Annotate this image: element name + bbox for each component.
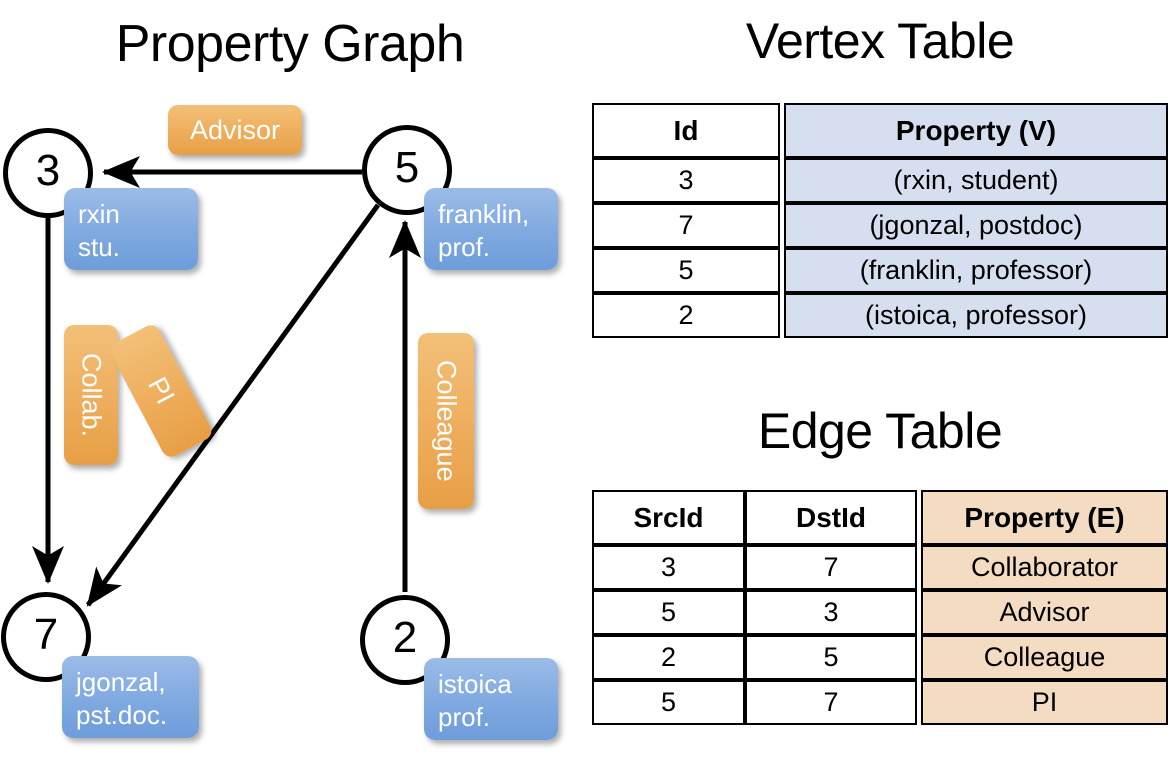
vertex-table-column-gap [780, 203, 784, 248]
edge-label-colleague-text: Colleague [431, 360, 462, 482]
edge-label-colleague: Colleague [418, 333, 474, 509]
vertex-property-box-7: jgonzal, pst.doc. [62, 656, 199, 738]
vertex-table-column-gap [780, 158, 784, 203]
page-title-property-graph: Property Graph [115, 15, 465, 73]
vertex-table-column-gap [780, 103, 784, 158]
vertex-row-1-property: (jgonzal, postdoc) [784, 203, 1168, 248]
graph-node-5-label: 5 [394, 143, 420, 192]
vertex-table-header-property: Property (V) [784, 103, 1168, 158]
vertex-row-2-property: (franklin, professor) [784, 248, 1168, 293]
edge-row-3-src: 5 [592, 680, 745, 725]
edge-table-header-dstid: DstId [745, 490, 917, 545]
edge-row-0-property: Collaborator [921, 545, 1168, 590]
vertex-property-5-line2: prof. [438, 232, 491, 263]
edge-table-header-row: SrcId DstId Property (E) [592, 490, 1168, 545]
edge-table-column-gap [917, 545, 921, 590]
vertex-property-3-line1: rxin [78, 199, 120, 229]
vertex-table: Id Property (V) 3 (rxin, student) 7 (jgo… [592, 103, 1168, 338]
table-row[interactable]: 2 5 Colleague [592, 635, 1168, 680]
edge-label-advisor-text: Advisor [189, 114, 281, 145]
table-row[interactable]: 2 (istoica, professor) [592, 293, 1168, 338]
vertex-row-0-property: (rxin, student) [784, 158, 1168, 203]
page-title-edge-table: Edge Table [757, 403, 1003, 459]
graph-node-2-label: 2 [392, 613, 418, 662]
vertex-row-3-property: (istoica, professor) [784, 293, 1168, 338]
edge-row-3-property: PI [921, 680, 1168, 725]
table-row[interactable]: 5 (franklin, professor) [592, 248, 1168, 293]
edge-row-2-property: Colleague [921, 635, 1168, 680]
edge-row-0-dst: 7 [745, 545, 917, 590]
edge-table-column-gap [917, 590, 921, 635]
graph-node-3-label: 3 [35, 146, 61, 195]
edge-row-3-dst: 7 [745, 680, 917, 725]
vertex-property-box-5: franklin, prof. [424, 188, 558, 270]
vertex-row-0-id: 3 [592, 158, 780, 203]
vertex-table-column-gap [780, 248, 784, 293]
edge-table-column-gap [917, 635, 921, 680]
edge-label-collab-text: Collab. [76, 352, 107, 438]
vertex-property-7-line2: pst.doc. [76, 700, 168, 731]
edge-row-1-dst: 3 [745, 590, 917, 635]
edge-label-advisor: Advisor [168, 105, 302, 155]
edge-table-header-srcid: SrcId [592, 490, 745, 545]
vertex-property-box-2: istoica prof. [424, 658, 558, 740]
edge-table-header-property: Property (E) [921, 490, 1168, 545]
edge-row-1-src: 5 [592, 590, 745, 635]
edge-table-column-gap [917, 680, 921, 725]
vertex-property-3-line2: stu. [78, 232, 120, 263]
page-title-vertex-table: Vertex Table [745, 13, 1015, 69]
table-row[interactable]: 3 7 Collaborator [592, 545, 1168, 590]
edge-table-column-gap [917, 490, 921, 545]
graph-node-5[interactable]: 5 [362, 125, 452, 215]
vertex-property-box-3: rxin stu. [64, 188, 198, 270]
graph-node-2[interactable]: 2 [360, 595, 450, 685]
property-graph-panel: Property Graph [1, 15, 558, 740]
vertex-property-2-line1: istoica [438, 669, 512, 699]
vertex-row-2-id: 5 [592, 248, 780, 293]
edge-row-1-property: Advisor [921, 590, 1168, 635]
table-row[interactable]: 3 (rxin, student) [592, 158, 1168, 203]
edge-table: SrcId DstId Property (E) 3 7 Collaborato… [592, 490, 1168, 725]
vertex-table-column-gap [780, 293, 784, 338]
edge-label-pi-text: PI [142, 372, 181, 410]
table-row[interactable]: 7 (jgonzal, postdoc) [592, 203, 1168, 248]
vertex-property-7-line1: jgonzal, [76, 667, 166, 697]
edge-row-0-src: 3 [592, 545, 745, 590]
vertex-table-header-row: Id Property (V) [592, 103, 1168, 158]
graph-node-7-label: 7 [33, 610, 59, 659]
table-row[interactable]: 5 3 Advisor [592, 590, 1168, 635]
vertex-row-1-id: 7 [592, 203, 780, 248]
vertex-property-2-line2: prof. [438, 702, 491, 733]
edge-label-collab: Collab. [64, 325, 118, 465]
vertex-table-header-id: Id [592, 103, 780, 158]
vertex-row-3-id: 2 [592, 293, 780, 338]
edge-5-to-7-pi [85, 203, 381, 607]
vertex-property-5-line1: franklin, [438, 199, 530, 229]
edge-row-2-dst: 5 [745, 635, 917, 680]
table-row[interactable]: 5 7 PI [592, 680, 1168, 725]
graph-edges-svg [32, 156, 421, 607]
edge-row-2-src: 2 [592, 635, 745, 680]
